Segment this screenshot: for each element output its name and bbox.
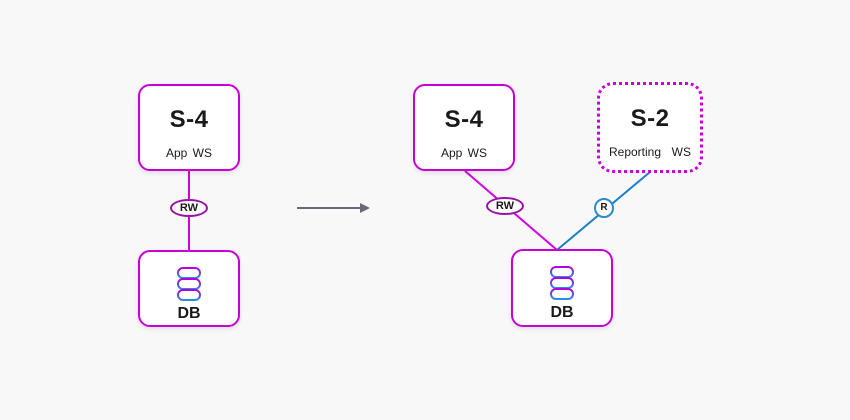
- before-server-title: S-4: [169, 106, 209, 133]
- after-report-server-title: S-2: [630, 105, 670, 132]
- after-app-server-subtitle: App WS: [440, 146, 487, 160]
- after-report-server-node[interactable]: S-2 Reporting WS: [597, 82, 703, 173]
- before-app-server-node[interactable]: S-4 App WS: [138, 84, 240, 171]
- before-rw-badge: RW: [170, 199, 208, 217]
- after-app-server-node[interactable]: S-4 App WS: [413, 84, 515, 171]
- before-server-subtitle: App WS: [165, 146, 212, 160]
- after-r-badge: R: [594, 198, 614, 218]
- before-db-node[interactable]: DB: [138, 250, 240, 327]
- after-report-server-subtitle: Reporting WS: [608, 145, 692, 159]
- database-icon: [550, 266, 574, 300]
- right-arrow-icon: [297, 203, 370, 213]
- after-rw-badge: RW: [486, 197, 524, 215]
- after-app-server-title: S-4: [444, 106, 484, 133]
- before-db-label: DB: [177, 305, 201, 322]
- after-db-node[interactable]: DB: [511, 249, 613, 327]
- after-db-label: DB: [550, 304, 574, 321]
- database-icon: [177, 267, 201, 301]
